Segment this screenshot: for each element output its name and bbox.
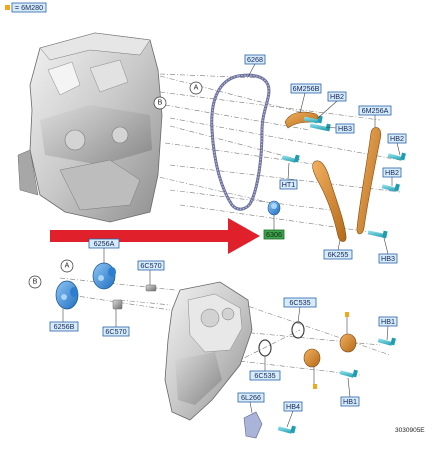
svg-text:HB1: HB1: [381, 317, 395, 326]
callout-6c535-b: 6C535: [249, 370, 281, 381]
view-letter-a-bottom: A: [60, 259, 74, 273]
svg-text:6L266: 6L266: [241, 393, 261, 402]
bolt-6c570-b: [112, 299, 123, 310]
svg-text:6306: 6306: [266, 230, 282, 239]
callout-hb2-a: HB2: [327, 91, 347, 102]
svg-text:HB1: HB1: [343, 397, 357, 406]
callout-6c535-a: 6C535: [283, 297, 317, 308]
svg-text:B: B: [33, 279, 38, 286]
callout-hb3-b: HB3: [378, 253, 398, 264]
vct-unit-a: [339, 312, 357, 353]
view-letter-b-top: B: [153, 96, 167, 110]
svg-text:6M256B: 6M256B: [293, 84, 320, 93]
svg-text:6C535: 6C535: [254, 371, 275, 380]
svg-text:6C570: 6C570: [105, 327, 126, 336]
svg-text:A: A: [65, 263, 70, 270]
callout-6256b: 6256B: [49, 321, 79, 332]
legend: = 6M280: [5, 2, 47, 13]
seal-6c535-a: [291, 321, 305, 339]
svg-text:6268: 6268: [247, 55, 263, 64]
front-timing-cover: [164, 281, 253, 421]
svg-text:B: B: [158, 100, 163, 107]
highlight-arrow: [50, 218, 260, 254]
view-letter-b-bottom: B: [28, 275, 42, 289]
callout-6l266: 6L266: [237, 392, 265, 403]
engine-block: [17, 32, 163, 223]
callout-hb1-a: HB1: [378, 316, 398, 327]
svg-text:= 6M280: = 6M280: [15, 3, 43, 12]
bolt-hb2-b: [387, 152, 406, 161]
bolt-6c570-a: [145, 284, 157, 292]
callout-hb2-b: HB2: [387, 133, 407, 144]
callout-6m256a: 6M256A: [358, 105, 392, 116]
view-letter-a-top: A: [189, 81, 203, 95]
svg-text:HB3: HB3: [338, 124, 352, 133]
svg-text:A: A: [194, 85, 199, 92]
callout-6256a: 6256A: [88, 238, 120, 249]
svg-text:HT1: HT1: [282, 180, 296, 189]
callout-6268: 6268: [244, 54, 266, 65]
sprocket-6256b: [55, 280, 79, 310]
callout-hb4: HB4: [283, 401, 303, 412]
seal-6c535-b: [258, 339, 272, 357]
sprocket-6256a: [92, 262, 116, 290]
svg-text:HB3: HB3: [381, 254, 395, 263]
bolt-hb4: [277, 425, 296, 434]
chain-tensioner-part: [267, 200, 281, 216]
chain-guide-6m256a: [356, 127, 382, 235]
callout-6306-highlighted: 6306: [263, 229, 285, 240]
bolt-hb1-b: [339, 369, 358, 378]
chain-guide-6k255: [312, 160, 347, 242]
callout-6c570-a: 6C570: [137, 260, 165, 271]
bolt-hb2-c: [381, 183, 400, 192]
bolt-hb1-a: [377, 337, 396, 346]
bolt-hb3-b: [367, 230, 388, 239]
svg-text:6C570: 6C570: [140, 261, 161, 270]
svg-text:6C535: 6C535: [289, 298, 310, 307]
legend-label: = 6M280: [11, 2, 47, 13]
callout-6k255: 6K255: [323, 249, 353, 260]
part-6l266: [243, 411, 263, 439]
bolt-ht1: [281, 154, 300, 163]
callout-hb3-a: HB3: [335, 123, 355, 134]
svg-text:HB4: HB4: [286, 402, 300, 411]
drawing-number: 3030905E: [395, 427, 425, 434]
svg-text:6256A: 6256A: [94, 239, 115, 248]
svg-text:HB2: HB2: [385, 168, 399, 177]
callout-6c570-b: 6C570: [102, 326, 130, 337]
callout-hb1-b: HB1: [340, 396, 360, 407]
callout-hb2-c: HB2: [382, 167, 402, 178]
callout-ht1: HT1: [279, 179, 298, 190]
svg-text:6256B: 6256B: [54, 322, 75, 331]
svg-text:6M256A: 6M256A: [362, 106, 389, 115]
vct-unit-b: [303, 348, 321, 389]
svg-text:6K255: 6K255: [328, 250, 349, 259]
svg-text:HB2: HB2: [390, 134, 404, 143]
svg-text:HB2: HB2: [330, 92, 344, 101]
legend-marker: [5, 5, 10, 10]
timing-chain: [210, 73, 271, 211]
callout-6m256b: 6M256B: [290, 83, 322, 94]
leader-lines: [62, 63, 401, 428]
